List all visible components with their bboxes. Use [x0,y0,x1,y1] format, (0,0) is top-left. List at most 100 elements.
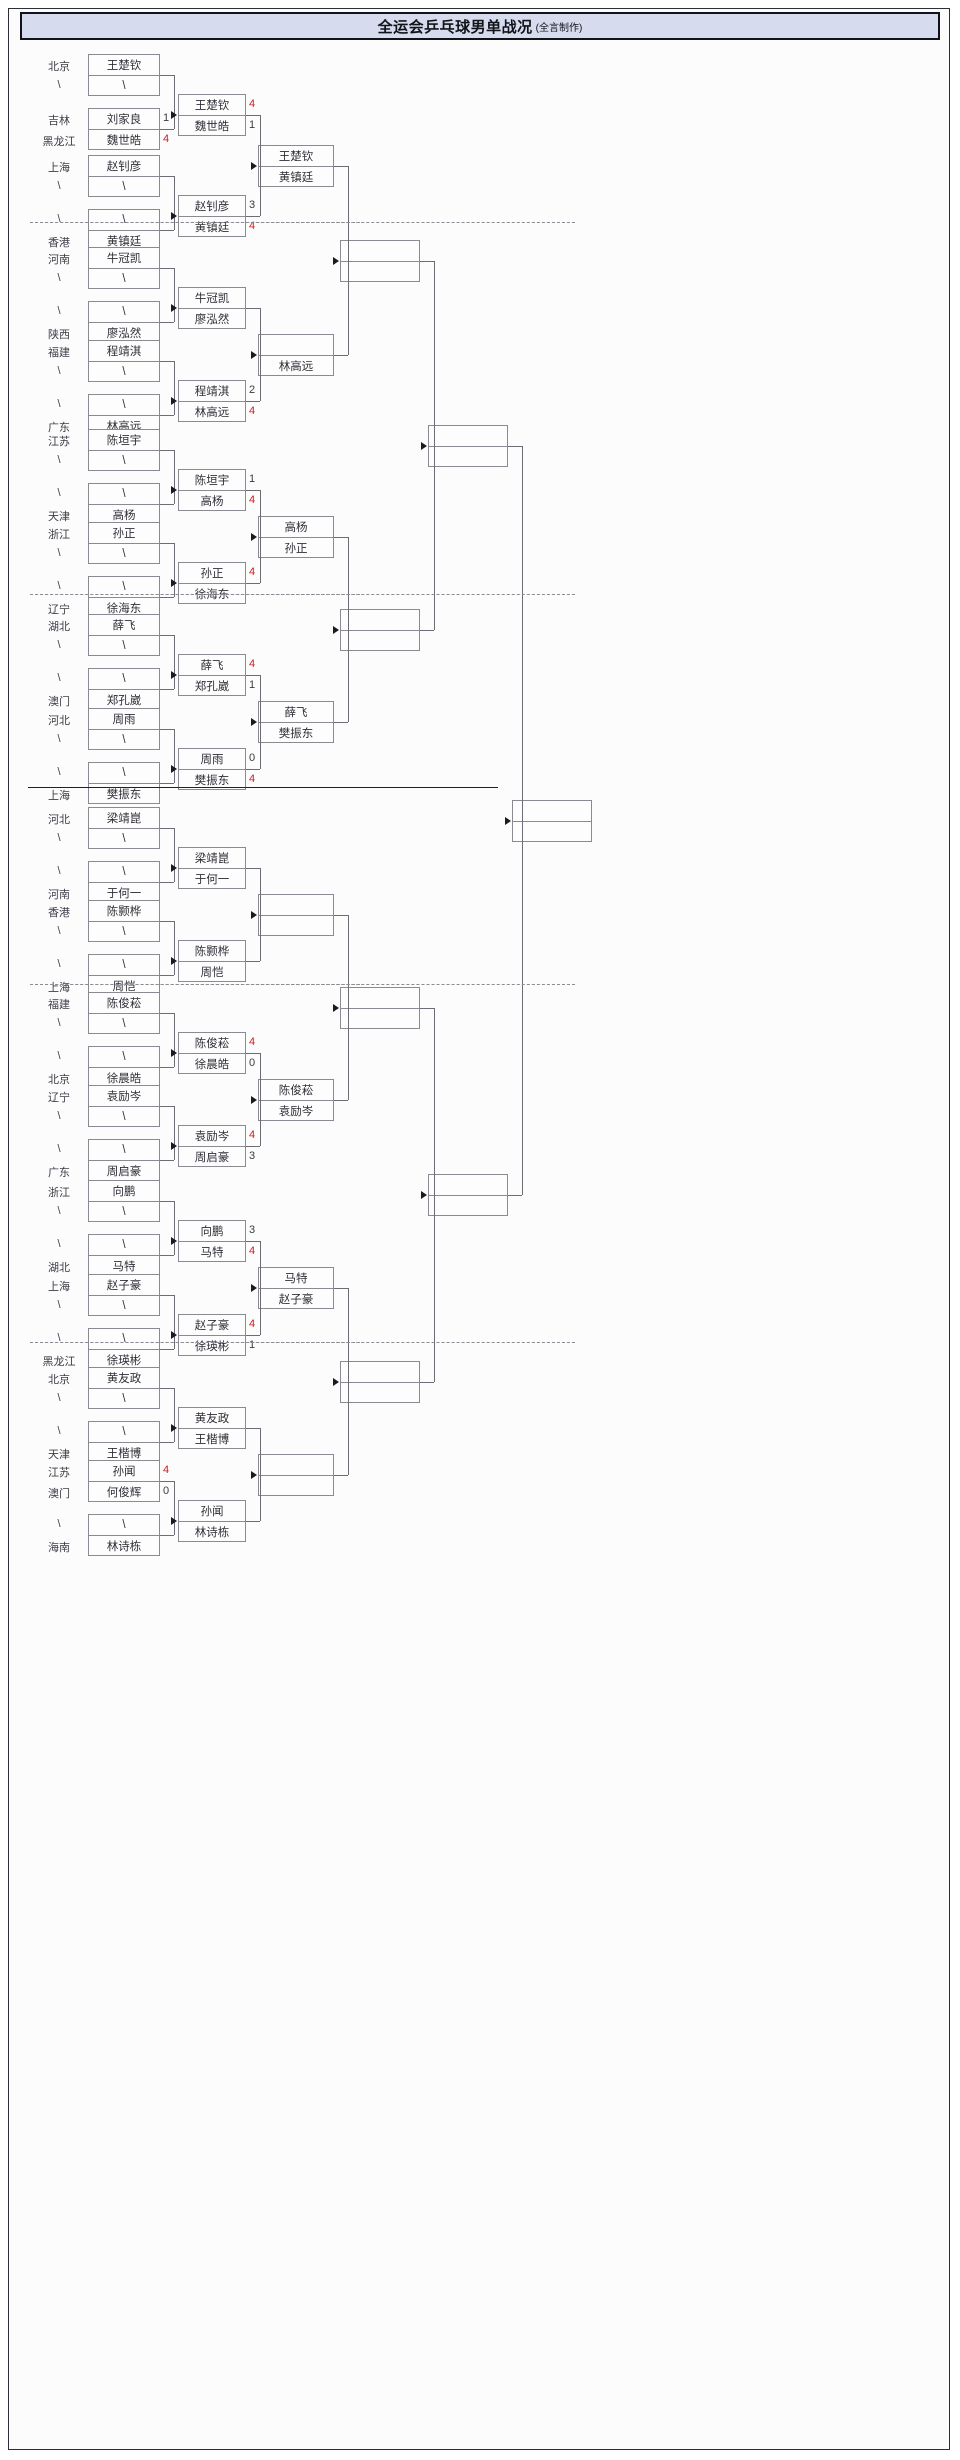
match-r3-r3a-bottom[interactable]: 黄镇廷 [258,166,334,187]
seed-name-s9-0[interactable]: 梁靖崑 [88,807,160,828]
match-r3-r3d-top[interactable]: 薛飞 [258,701,334,722]
match-r2-s8-top[interactable]: 周雨 [178,748,246,769]
seed-name-s1-3[interactable]: 魏世皓 [88,129,160,150]
match-r3-r3e-bottom[interactable] [258,915,334,936]
match-r5-r5b-top[interactable] [428,1174,508,1195]
match-r3-r3a-top[interactable]: 王楚钦 [258,145,334,166]
seed-name-s8-1[interactable]: \ [88,729,160,750]
seed-name-s2-3[interactable]: 黄镇廷 [88,230,160,251]
seed-name-s13-0[interactable]: 向鹏 [88,1180,160,1201]
seed-name-s3-2[interactable]: \ [88,301,160,322]
match-r3-r3e-top[interactable] [258,894,334,915]
match-r3-r3d-bottom[interactable]: 樊振东 [258,722,334,743]
seed-name-s2-0[interactable]: 赵钊彦 [88,155,160,176]
match-r4-r4b-bottom[interactable] [340,630,420,651]
match-final-bottom[interactable] [512,821,592,842]
seed-name-s14-0[interactable]: 赵子豪 [88,1274,160,1295]
seed-name-s2-1[interactable]: \ [88,176,160,197]
match-r4-r4d-bottom[interactable] [340,1382,420,1403]
match-r3-r3g-top[interactable]: 马特 [258,1267,334,1288]
seed-name-s7-0[interactable]: 薛飞 [88,614,160,635]
match-r2-s15-bottom[interactable]: 王楷博 [178,1428,246,1449]
match-r2-s15-top[interactable]: 黄友政 [178,1407,246,1428]
seed-name-s5-1[interactable]: \ [88,450,160,471]
match-r2-s10-top[interactable]: 陈颢桦 [178,940,246,961]
match-r2-s14-bottom[interactable]: 徐瑛彬 [178,1335,246,1356]
match-r3-r3c-top[interactable]: 高杨 [258,516,334,537]
seed-name-s1-2[interactable]: 刘家良 [88,108,160,129]
seed-name-s15-0[interactable]: 黄友政 [88,1367,160,1388]
seed-name-s7-3[interactable]: 郑孔崴 [88,689,160,710]
match-r5-r5b-bottom[interactable] [428,1195,508,1216]
seed-name-s11-3[interactable]: 徐晨皓 [88,1067,160,1088]
seed-name-s7-2[interactable]: \ [88,668,160,689]
seed-name-s13-1[interactable]: \ [88,1201,160,1222]
match-r3-r3f-bottom[interactable]: 袁励岑 [258,1100,334,1121]
match-r3-r3g-bottom[interactable]: 赵子豪 [258,1288,334,1309]
match-r2-s1-bottom[interactable]: 魏世皓 [178,115,246,136]
seed-name-s5-2[interactable]: \ [88,483,160,504]
match-r2-s7-bottom[interactable]: 郑孔崴 [178,675,246,696]
seed-name-s12-2[interactable]: \ [88,1139,160,1160]
match-r2-s9-bottom[interactable]: 于何一 [178,868,246,889]
seed-name-s12-3[interactable]: 周启豪 [88,1160,160,1181]
match-r2-s3-bottom[interactable]: 廖泓然 [178,308,246,329]
match-r3-r3h-top[interactable] [258,1454,334,1475]
seed-name-s11-0[interactable]: 陈俊菘 [88,992,160,1013]
match-r3-r3f-top[interactable]: 陈俊菘 [258,1079,334,1100]
seed-name-s8-2[interactable]: \ [88,762,160,783]
seed-name-s16-1[interactable]: 何俊辉 [88,1481,160,1502]
seed-name-s4-2[interactable]: \ [88,394,160,415]
match-r2-s10-bottom[interactable]: 周恺 [178,961,246,982]
match-r2-s9-top[interactable]: 梁靖崑 [178,847,246,868]
seed-name-s11-1[interactable]: \ [88,1013,160,1034]
seed-name-s13-3[interactable]: 马特 [88,1255,160,1276]
match-r2-s5-top[interactable]: 陈垣宇 [178,469,246,490]
match-r4-r4d-top[interactable] [340,1361,420,1382]
seed-name-s10-2[interactable]: \ [88,954,160,975]
match-r2-s13-bottom[interactable]: 马特 [178,1241,246,1262]
seed-name-s16-2[interactable]: \ [88,1514,160,1535]
seed-name-s3-3[interactable]: 廖泓然 [88,322,160,343]
seed-name-s2-2[interactable]: \ [88,209,160,230]
match-r3-r3b-top[interactable] [258,334,334,355]
match-r2-s14-top[interactable]: 赵子豪 [178,1314,246,1335]
match-r2-s4-top[interactable]: 程靖淇 [178,380,246,401]
seed-name-s1-1[interactable]: \ [88,75,160,96]
seed-name-s12-0[interactable]: 袁励岑 [88,1085,160,1106]
seed-name-s14-2[interactable]: \ [88,1328,160,1349]
seed-name-s16-3[interactable]: 林诗栋 [88,1535,160,1556]
seed-name-s14-1[interactable]: \ [88,1295,160,1316]
seed-name-s7-1[interactable]: \ [88,635,160,656]
seed-name-s15-2[interactable]: \ [88,1421,160,1442]
match-r3-r3c-bottom[interactable]: 孙正 [258,537,334,558]
match-r2-s2-top[interactable]: 赵钊彦 [178,195,246,216]
match-r2-s12-bottom[interactable]: 周启豪 [178,1146,246,1167]
match-r2-s8-bottom[interactable]: 樊振东 [178,769,246,790]
match-r2-s16-bottom[interactable]: 林诗栋 [178,1521,246,1542]
match-r2-s5-bottom[interactable]: 高杨 [178,490,246,511]
seed-name-s3-0[interactable]: 牛冠凯 [88,247,160,268]
seed-name-s12-1[interactable]: \ [88,1106,160,1127]
seed-name-s8-0[interactable]: 周雨 [88,708,160,729]
match-r4-r4c-top[interactable] [340,987,420,1008]
match-r2-s2-bottom[interactable]: 黄镇廷 [178,216,246,237]
seed-name-s6-0[interactable]: 孙正 [88,522,160,543]
seed-name-s5-0[interactable]: 陈垣宇 [88,429,160,450]
match-r4-r4a-bottom[interactable] [340,261,420,282]
seed-name-s1-0[interactable]: 王楚钦 [88,54,160,75]
seed-name-s15-1[interactable]: \ [88,1388,160,1409]
match-r2-s16-top[interactable]: 孙闻 [178,1500,246,1521]
match-r5-r5a-bottom[interactable] [428,446,508,467]
seed-name-s8-3[interactable]: 樊振东 [88,783,160,804]
match-r3-r3b-bottom[interactable]: 林高远 [258,355,334,376]
seed-name-s3-1[interactable]: \ [88,268,160,289]
seed-name-s13-2[interactable]: \ [88,1234,160,1255]
match-r2-s11-bottom[interactable]: 徐晨皓 [178,1053,246,1074]
seed-name-s11-2[interactable]: \ [88,1046,160,1067]
seed-name-s10-1[interactable]: \ [88,921,160,942]
match-r3-r3h-bottom[interactable] [258,1475,334,1496]
seed-name-s10-0[interactable]: 陈颢桦 [88,900,160,921]
match-r2-s3-top[interactable]: 牛冠凯 [178,287,246,308]
match-r2-s7-top[interactable]: 薛飞 [178,654,246,675]
